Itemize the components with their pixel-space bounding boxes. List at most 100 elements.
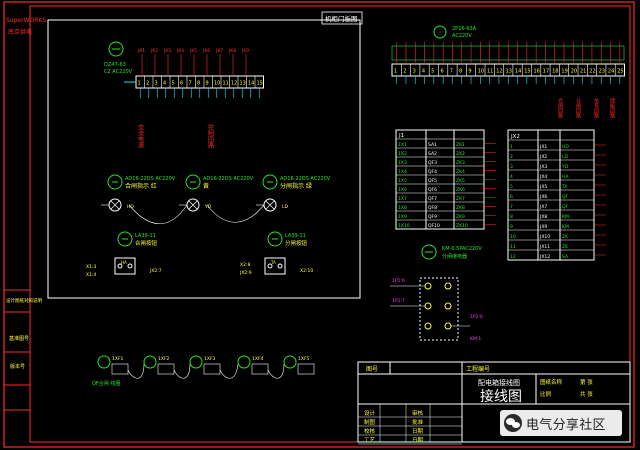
table-header: J1 [398, 133, 404, 139]
right-terminal-number: 19 [561, 69, 567, 75]
switch-body [264, 257, 286, 275]
inner-frame [29, 5, 631, 443]
title-left-label-2: 日期 [412, 437, 424, 444]
right-label-2: 信号回路 [593, 97, 599, 119]
switch-name: 分闸按钮 [285, 239, 308, 247]
table-cell: JX10 [539, 234, 550, 240]
right-terminal-number: 10 [478, 69, 484, 75]
right-label-0: 合闸回路 [557, 97, 563, 119]
table-cell: JX8 [539, 214, 547, 220]
bottom-item-label: 1XF3 [204, 356, 216, 362]
lamp-id: YD [204, 204, 212, 210]
table-cell: 1 [510, 144, 513, 150]
breaker-code: DZ47-63 [104, 62, 126, 68]
terminal-number: 1 [138, 81, 141, 87]
right-terminal-number: 7 [450, 69, 453, 75]
lamp-name: 分闸指示 绿 [280, 182, 312, 190]
right-terminal-number: 4 [422, 69, 425, 75]
table-cell: SA [562, 254, 569, 260]
table-cell: ZK5 [456, 178, 465, 184]
bottom-item-ring [97, 355, 111, 369]
table-cell: QF10 [428, 223, 440, 229]
right-terminal-number: 15 [524, 69, 530, 75]
table-cell: QF6 [428, 187, 437, 193]
jumper-label: X2:10 [300, 268, 313, 274]
terminal-number: 8 [197, 81, 200, 87]
terminal-top-label: JK2 [150, 48, 158, 54]
relay-symbol [421, 244, 437, 260]
title-right-field: 比例 [540, 390, 552, 398]
table-cell: JX12 [539, 254, 550, 260]
table-cell: 10 [510, 234, 516, 240]
relay-body [419, 277, 459, 341]
table-cell: QF3 [428, 160, 437, 166]
title-left-label: 校核 [364, 427, 376, 435]
table-cell: 4 [510, 174, 513, 180]
title-right-field: 共 张 [580, 390, 593, 398]
switch-id: TA [270, 260, 276, 265]
title-block-project-label: 图号 [366, 366, 378, 373]
bottom-item-ring [283, 355, 297, 369]
bottom-item-label: 1XF5 [298, 356, 310, 362]
cabinet-border [47, 19, 361, 299]
right-terminal-number: 22 [589, 69, 595, 75]
right-terminal-number: 18 [552, 69, 558, 75]
table-cell: JX2 [539, 154, 547, 160]
cabinet-title: 机柜门板图 [325, 14, 358, 23]
bottom-item-label: 1XF4 [252, 356, 264, 362]
left-strip-logo-line1: SuperWORKS [6, 17, 46, 24]
table-header: JX2 [510, 134, 520, 140]
table-cell: QF7 [428, 196, 437, 202]
table-cell: 7 [510, 204, 513, 210]
table-cell: ZK7 [456, 196, 465, 202]
table-cell: 3 [510, 164, 513, 170]
table-cell: 8 [510, 214, 513, 220]
terminal-top-label: JK9 [241, 48, 249, 54]
table-cell: 11 [510, 244, 516, 250]
table-cell: JX4 [539, 174, 547, 180]
bottom-item-label: 1XF1 [112, 356, 124, 362]
terminal-number: 3 [155, 81, 158, 87]
title-block-frame [357, 361, 631, 443]
right-terminal-number: 16 [534, 69, 540, 75]
lamp-name: 黄 [203, 182, 209, 190]
right-terminal-number: 21 [580, 69, 586, 75]
switch-body [114, 257, 136, 275]
relay-label-1: AC220V [462, 246, 482, 252]
bottom-item-ring [237, 355, 251, 369]
right-terminal-number: 20 [571, 69, 577, 75]
left-strip-label-0: 设计图纸对照说明 [6, 297, 42, 304]
table-cell: LD [562, 154, 569, 160]
title-left-label-2: 审核 [412, 409, 424, 417]
right-terminal-number: 3 [413, 69, 416, 75]
jumper-label: JX2:9 [239, 270, 252, 276]
title-left-label: 设计 [364, 409, 376, 417]
lamp-code: AD16-22DS AC220V [125, 176, 176, 182]
left-strip-logo-line2: 南京供电 [8, 28, 32, 36]
right-label-1: 分闸回路 [575, 97, 581, 119]
right-breaker-symbol [433, 25, 447, 39]
table-cell: 1X5 [398, 178, 407, 184]
terminal-number: 4 [163, 81, 166, 87]
jumper-label: X1:3 [86, 264, 96, 270]
relay-block: KM-0.5P AC220V 分闸继电器 1P1:6 1P1:7 1P2:6 K… [390, 244, 483, 342]
table-cell: JX1 [539, 144, 547, 150]
relay-wire-1: 1P1:7 [392, 298, 405, 304]
table-cell: ZK9 [456, 214, 465, 220]
relay-pins [390, 282, 470, 330]
watermark-text: 电气分享社区 [526, 417, 606, 433]
table-cell: HA [562, 174, 569, 180]
terminal-number: 2 [146, 81, 149, 87]
terminal-number: 15 [257, 81, 263, 87]
title-right-field: 第 张 [580, 378, 593, 386]
switch-name: 合闸按钮 [135, 239, 158, 247]
jumper-label: JX2:7 [149, 268, 162, 274]
switch-ring [117, 231, 133, 247]
table-cell: 1X6 [398, 187, 407, 193]
title-left-label: 制图 [364, 418, 376, 426]
table-cell: QF [562, 204, 569, 210]
table-cell: QF4 [428, 169, 437, 175]
